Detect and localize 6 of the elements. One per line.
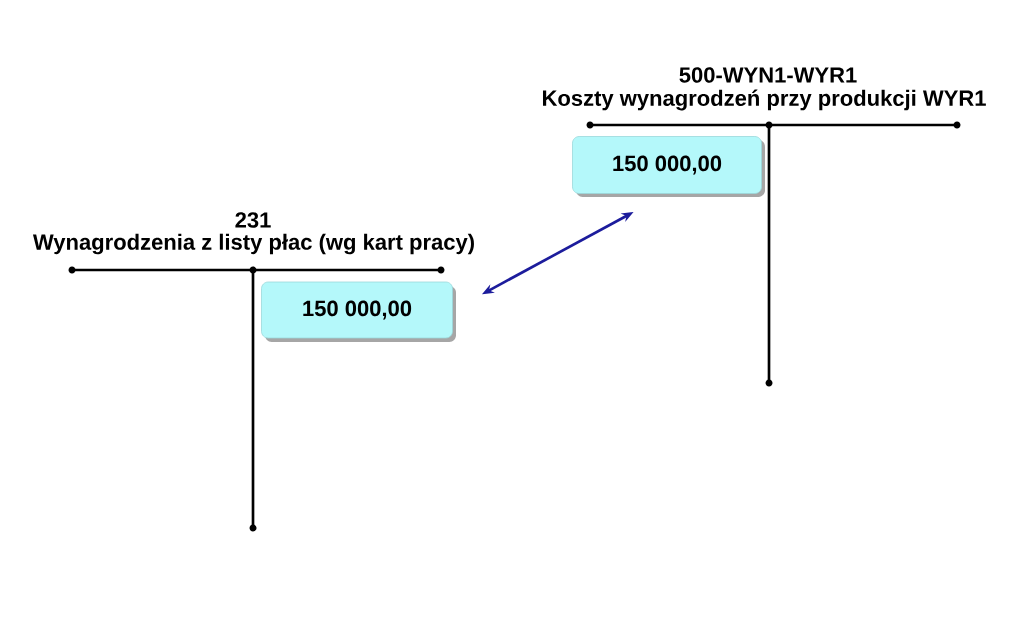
amount-box: 150 000,00 — [261, 281, 456, 342]
account-number: 500-WYN1-WYR1 — [679, 67, 857, 83]
amount-box: 150 000,00 — [572, 136, 765, 197]
account-name: Wynagrodzenia z listy płac (wg kart pracy) — [32, 233, 474, 255]
account-name: Koszty wynagrodzeń przy produkcji WYR1 — [543, 89, 986, 111]
account-number: 231 — [235, 212, 271, 228]
